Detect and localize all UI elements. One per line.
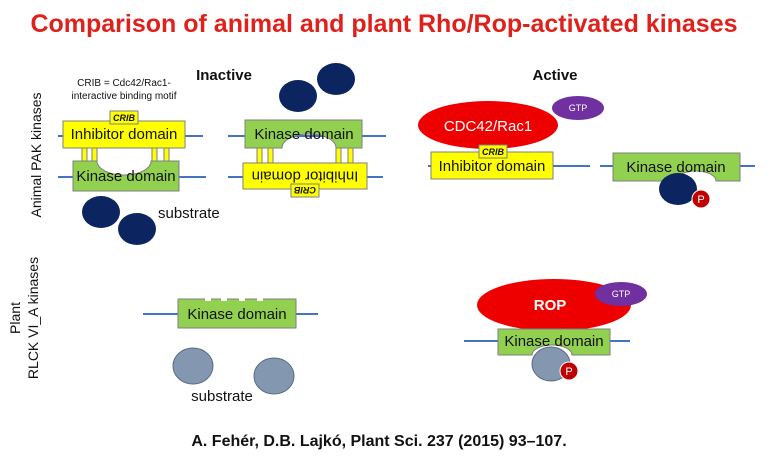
inhibitor-domain-label-flipped: Inhibitor domain bbox=[252, 168, 359, 185]
plant-inactive-complex: Kinase domain bbox=[143, 297, 318, 329]
citation: A. Fehér, D.B. Lajkó, Plant Sci. 237 (20… bbox=[191, 433, 566, 450]
substrate-molecule bbox=[118, 213, 156, 245]
row-label-plant-line2: RLCK VI_A kinases bbox=[25, 257, 41, 379]
crib-note-line2: interactive binding motif bbox=[71, 91, 176, 102]
inhibitor-domain-label: Inhibitor domain bbox=[71, 126, 178, 143]
gtp-molecule bbox=[552, 96, 604, 120]
plant-active-complex: ROP GTP Kinase domain P bbox=[464, 279, 647, 382]
gtp-label: GTP bbox=[612, 289, 631, 299]
rop-binding-sites bbox=[205, 297, 263, 301]
animal-active-complex: Inhibitor domain CDC42/Rac1 GTP CRIB Kin… bbox=[418, 96, 755, 209]
header-inactive: Inactive bbox=[196, 67, 252, 84]
crib-label: CRIB bbox=[113, 113, 135, 123]
substrate-molecule bbox=[317, 63, 355, 95]
crib-motif bbox=[109, 110, 139, 125]
cdc42-rac1-gtpase bbox=[418, 101, 558, 149]
header-active: Active bbox=[532, 67, 577, 84]
kinase-domain-label: Kinase domain bbox=[626, 159, 725, 176]
phosphate-label: P bbox=[697, 194, 704, 206]
phosphate-label: P bbox=[565, 366, 572, 378]
substrate-molecule bbox=[82, 196, 120, 228]
kinase-domain bbox=[497, 328, 611, 356]
row-label-animal: Animal PAK kinases bbox=[28, 92, 44, 217]
inhibitor-domain bbox=[62, 120, 186, 149]
crib-label-flipped: CRIB bbox=[294, 185, 316, 195]
animal-inactive-complex-2: Kinase domain Inhibitor domain CRIB bbox=[228, 119, 386, 198]
substrate-label: substrate bbox=[158, 205, 220, 222]
row-label-plant-line1: Plant bbox=[7, 302, 23, 334]
substrate-molecule bbox=[279, 80, 317, 112]
diagram-title: Comparison of animal and plant Rho/Rop-a… bbox=[30, 10, 737, 38]
substrate-molecule bbox=[172, 347, 214, 385]
kinase-domain bbox=[244, 119, 363, 149]
substrate-label: substrate bbox=[191, 388, 253, 405]
rop-label: ROP bbox=[534, 297, 567, 314]
kinase-domain-label: Kinase domain bbox=[504, 333, 603, 350]
cdc42-rac1-label: CDC42/Rac1 bbox=[444, 118, 532, 135]
phosphate-group bbox=[559, 361, 579, 381]
crib-motif bbox=[290, 183, 320, 198]
rop-gtpase bbox=[477, 279, 631, 331]
kinase-domain-label: Kinase domain bbox=[76, 168, 175, 185]
crib-label: CRIB bbox=[482, 147, 504, 157]
rop-kinase-contacts bbox=[521, 322, 580, 331]
animal-inactive-complex-1: Inhibitor domain CRIB Kinase domain bbox=[58, 110, 206, 192]
gtp-molecule bbox=[595, 282, 647, 306]
substrate-molecule bbox=[659, 173, 697, 205]
inhibitor-kinase-contacts bbox=[256, 147, 354, 164]
kinase-domain-label: Kinase domain bbox=[187, 306, 286, 323]
crib-note-line1: CRIB = Cdc42/Rac1- bbox=[77, 78, 171, 89]
crib-motif bbox=[478, 144, 508, 159]
inhibitor-domain-label: Inhibitor domain bbox=[439, 158, 546, 175]
kinase-domain bbox=[177, 298, 297, 329]
inhibitor-kinase-contacts bbox=[81, 147, 170, 162]
kinase-domain bbox=[72, 160, 180, 192]
phosphate-group bbox=[691, 189, 711, 209]
kinase-domain-label: Kinase domain bbox=[254, 126, 353, 143]
substrate-molecule bbox=[253, 357, 295, 395]
gtp-label: GTP bbox=[569, 103, 588, 113]
